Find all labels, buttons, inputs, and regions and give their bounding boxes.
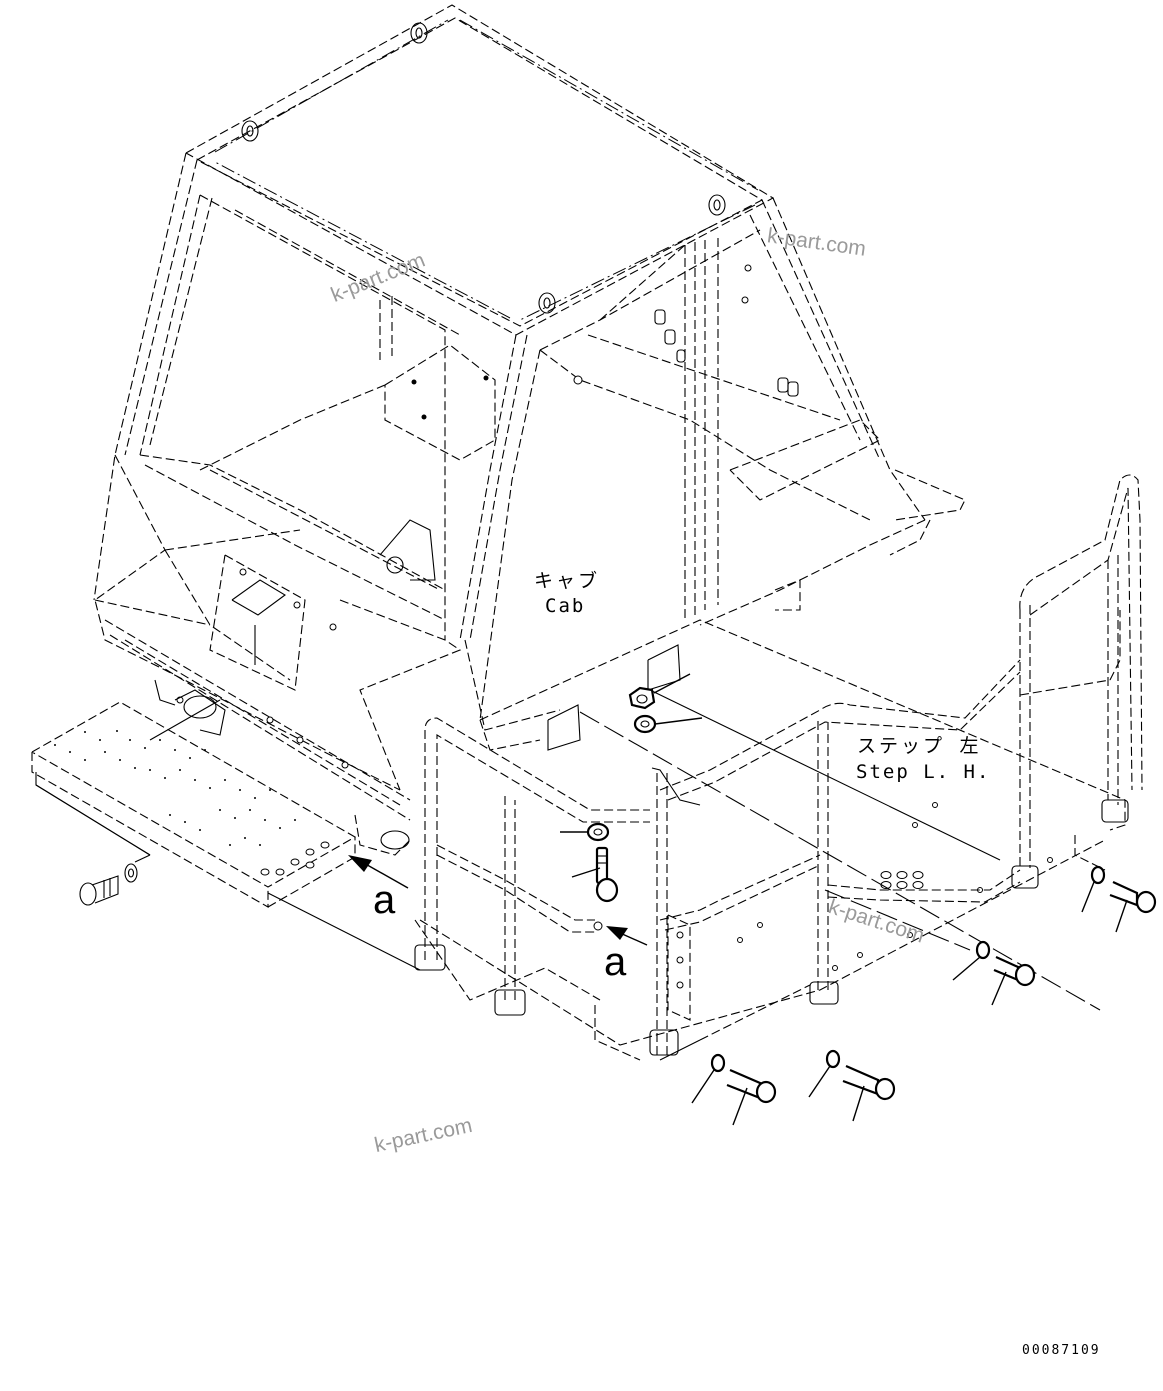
bolt-icon bbox=[595, 846, 619, 903]
callout-a-platform: a bbox=[373, 878, 396, 922]
cab-label-jp: キャブ bbox=[534, 570, 601, 592]
bolt-icon bbox=[79, 875, 119, 906]
arrow-icon bbox=[606, 926, 648, 946]
lifting-eye-icon bbox=[241, 22, 726, 314]
perforation-dots bbox=[54, 730, 296, 846]
washer-icon bbox=[975, 940, 991, 960]
cab-label-en: Cab bbox=[545, 595, 586, 617]
drain-holes bbox=[880, 871, 924, 889]
drawing-number: 00087109 bbox=[1022, 1343, 1101, 1358]
step-lh-label-jp: ステップ 左 bbox=[857, 735, 982, 757]
washer-icon bbox=[710, 1053, 726, 1073]
latch-icon bbox=[654, 264, 799, 397]
step-platform bbox=[31, 699, 421, 971]
bolt-icon bbox=[842, 1064, 896, 1101]
bolt-icon bbox=[726, 1068, 777, 1104]
callout-a-bracket: a bbox=[604, 940, 627, 984]
washer-icon bbox=[586, 822, 610, 842]
washer-icon bbox=[633, 714, 657, 734]
arrow-icon bbox=[348, 855, 409, 889]
step-handrails bbox=[414, 474, 1143, 1056]
washer-icon bbox=[124, 863, 138, 883]
cab-roof bbox=[185, 4, 775, 336]
bolt-icon bbox=[993, 955, 1036, 987]
nut-icon bbox=[628, 686, 656, 710]
washer-icon bbox=[1090, 865, 1106, 885]
washer-icon bbox=[825, 1049, 841, 1069]
cab-body bbox=[93, 152, 966, 856]
step-platform-base bbox=[414, 579, 1126, 1061]
bolt-icon bbox=[1109, 881, 1157, 914]
step-lh-label-en: Step L. H. bbox=[856, 761, 991, 783]
